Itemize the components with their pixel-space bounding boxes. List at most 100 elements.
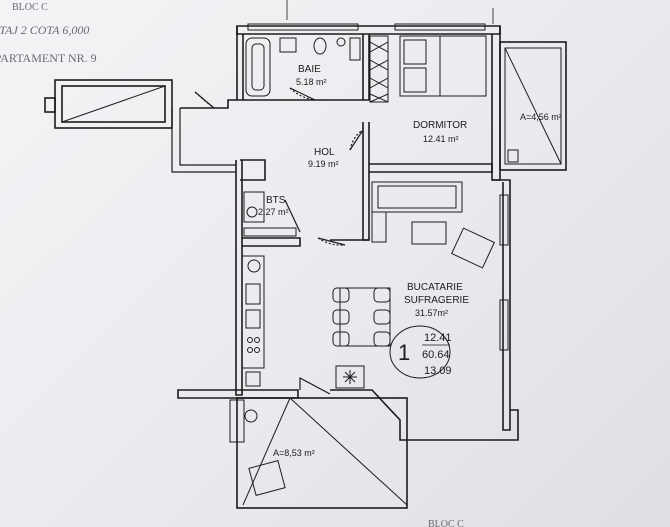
dining-table — [339, 287, 391, 347]
coffee-table — [411, 221, 447, 245]
sink-round — [247, 259, 261, 273]
summary-middle: 60.64 — [422, 349, 450, 361]
bathtub — [245, 37, 271, 97]
room-name-sufragerie: SUFRAGERIE — [404, 295, 469, 306]
wardrobe-hatch — [369, 41, 389, 103]
bathtub-inner — [251, 43, 265, 91]
wall-left-upper — [236, 26, 244, 101]
header-block: BLOC C — [12, 2, 48, 13]
pillow — [403, 67, 427, 93]
door-entry-arc — [194, 91, 215, 109]
duct-line — [179, 108, 236, 166]
external-unit-diagonal — [61, 85, 166, 123]
burner — [247, 337, 253, 343]
wall-bts-bottom — [242, 237, 301, 247]
washbasin — [336, 37, 346, 47]
bts-counter — [243, 227, 297, 237]
room-name-bts: BTS — [266, 195, 286, 206]
sofa — [371, 181, 463, 213]
chair — [332, 309, 350, 325]
door-bed — [349, 129, 364, 151]
header-level: ETAJ 2 COTA 6,000 — [0, 23, 89, 37]
chair — [332, 287, 350, 303]
fridge — [245, 371, 261, 387]
window-bath — [247, 23, 359, 31]
external-unit-inner — [61, 85, 166, 123]
room-area-baie: 5.18 m² — [296, 77, 327, 87]
room-area-bts: 2.27 m² — [258, 207, 289, 217]
cooktop — [245, 283, 261, 305]
room-name-dormitor: DORMITOR — [413, 120, 467, 131]
balcony-area-small: A=4,56 m² — [520, 112, 562, 122]
door-bed-arc — [349, 129, 364, 151]
wall-left-living — [235, 160, 243, 396]
room-name-hol: HOL — [314, 147, 335, 158]
bed — [399, 35, 487, 97]
room-area-dormitor: 12.41 m² — [423, 134, 459, 144]
sofa-seat — [377, 185, 457, 209]
chair — [332, 331, 350, 347]
balcony-small — [499, 41, 567, 171]
wardrobe — [369, 35, 389, 103]
wall-left-link — [180, 99, 237, 109]
fixtures — [229, 35, 519, 497]
armchair — [451, 227, 495, 269]
wall-right-living — [492, 179, 511, 431]
wall-hall-right — [362, 122, 370, 241]
balcony-large-diagonal — [289, 397, 408, 506]
wall-bottom-right — [330, 389, 519, 441]
wall-bed-bottom — [369, 163, 493, 173]
duct-line — [171, 108, 236, 173]
window-living-2 — [499, 299, 509, 351]
chair — [373, 331, 391, 347]
balcony-small-inner — [504, 47, 562, 165]
walls — [44, 23, 567, 509]
armchair-left — [371, 211, 387, 243]
burner — [254, 337, 260, 343]
toilet — [313, 37, 327, 55]
wall-bath-bed — [362, 34, 370, 101]
kitchen-counter — [241, 255, 265, 369]
wall-right-bedroom — [491, 26, 501, 181]
sink — [279, 37, 297, 53]
external-unit-tab — [44, 97, 56, 113]
door-bath — [289, 87, 316, 101]
burner — [254, 347, 260, 353]
balcony-chair — [248, 459, 286, 497]
door-bts — [284, 199, 301, 233]
chair — [373, 309, 391, 325]
footer-block: BLOC C — [428, 519, 464, 527]
balcony-small-diagonal — [504, 47, 562, 165]
doors — [194, 87, 364, 395]
washer — [243, 191, 265, 223]
shelf — [349, 37, 361, 61]
chair — [373, 287, 391, 303]
wall-balcony-left — [177, 389, 299, 399]
burner — [247, 347, 253, 353]
column — [229, 399, 245, 443]
drain — [244, 409, 258, 423]
room-area-bucatarie: 31.57m² — [415, 308, 448, 318]
window-living-1 — [499, 194, 509, 246]
summary-top: 12.41 — [424, 332, 452, 344]
drain-box — [507, 149, 519, 163]
summary-index: 1 — [398, 340, 410, 365]
door-balcony — [299, 377, 331, 395]
balcony-large — [236, 397, 408, 509]
oven — [245, 309, 261, 329]
plant-icon — [343, 370, 357, 384]
door-living — [317, 237, 346, 246]
boiler — [335, 365, 365, 389]
shaft — [240, 159, 266, 181]
balcony-area-large: A=8,53 m² — [273, 448, 315, 458]
room-name-bucatarie: BUCATARIE — [407, 282, 463, 293]
door-bath-arc — [289, 87, 316, 101]
balcony-large-diagonal — [242, 397, 291, 506]
summary-oval — [389, 325, 451, 379]
door-living-arc — [317, 237, 346, 246]
room-name-baie: BAIE — [298, 64, 321, 75]
room-area-hol: 9.19 m² — [308, 159, 339, 169]
summary-bottom: 13.09 — [424, 365, 452, 377]
window-bed — [394, 23, 486, 31]
